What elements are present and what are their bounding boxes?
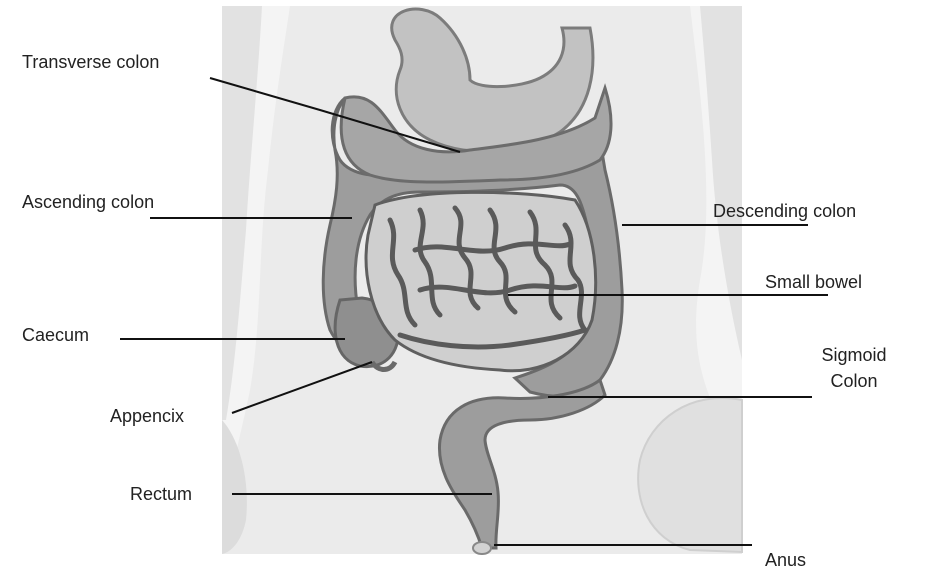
label-anus: Anus — [765, 551, 806, 569]
label-caecum: Caecum — [22, 326, 89, 344]
label-descending-colon: Descending colon — [713, 202, 856, 220]
label-sigmoid-colon: Sigmoid Colon — [806, 346, 902, 390]
label-small-bowel: Small bowel — [765, 273, 862, 291]
label-sigmoid-line1: Sigmoid — [806, 346, 902, 364]
label-appendix: Appencix — [110, 407, 184, 425]
label-ascending-colon: Ascending colon — [22, 193, 154, 211]
label-sigmoid-line2: Colon — [806, 372, 902, 390]
label-transverse-colon: Transverse colon — [22, 53, 159, 71]
label-rectum: Rectum — [130, 485, 192, 503]
anus-opening — [473, 542, 491, 554]
